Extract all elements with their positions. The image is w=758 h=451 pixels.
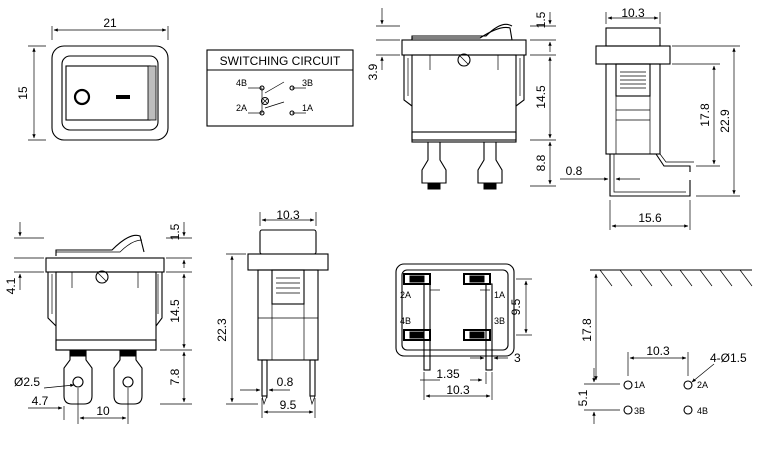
pcb-layout: 17.8 5.1 10.3 1A 2A 3B 4B 4-Ø1.5: [576, 269, 753, 424]
pcb-pitch-x-label: 10.3: [646, 344, 670, 358]
side-bottom-hole-label: Ø2.5: [14, 375, 40, 389]
end-top-pin-label: 0.8: [566, 164, 583, 178]
terminal-pin-offset-label: 1.35: [436, 367, 460, 381]
hole-4b-icon: [683, 405, 693, 415]
terminal-label-3b: 3B: [494, 316, 505, 326]
hole-label-2a: 2A: [697, 380, 708, 390]
side-bottom-body-label: 14.5: [168, 299, 182, 323]
end-bottom-pin-label: 0.8: [277, 375, 294, 389]
end-top-height-a-label: 17.8: [698, 103, 712, 127]
end-bottom-spacing-label: 9.5: [280, 398, 297, 412]
pcb-height-label: 17.8: [580, 318, 594, 342]
end-view-bottom: 10.3 22.3 0.8 9.5: [215, 208, 329, 418]
end-view-top: 10.3 17.8 22.9 0.8 15.6: [560, 6, 740, 230]
end-top-bend-label: 15.6: [638, 211, 662, 225]
hole-3b-icon: [623, 405, 633, 415]
front-view: 21 15: [16, 16, 169, 141]
side-top-body-label: 14.5: [534, 85, 548, 109]
side-bottom-offset-label: 4.7: [32, 394, 49, 408]
circuit-label-1a: 1A: [302, 103, 313, 113]
pcb-pitch-y-label: 5.1: [576, 389, 590, 406]
switching-circuit: SWITCHING CIRCUIT 4B 3B 2A 1A: [206, 49, 354, 127]
side-bottom-pitch-label: 10: [96, 404, 110, 418]
rocker-face: [65, 65, 151, 121]
side-top-terminal-label: 8.8: [534, 154, 548, 171]
pcb-holes-label: 4-Ø1.5: [710, 351, 747, 365]
side-bottom-flange-label: 4.1: [4, 277, 18, 294]
hole-2a-icon: [683, 380, 693, 390]
side-top-flange-label: 3.9: [366, 63, 380, 80]
off-symbol-icon: [73, 88, 91, 106]
hole-label-1a: 1A: [634, 380, 645, 390]
terminal-row-pitch-label: 9.5: [509, 298, 523, 315]
inner-frame: [61, 55, 159, 131]
end-bottom-height-label: 22.3: [215, 318, 229, 342]
side-view-bottom: 1.5 14.5 7.8 4.1 Ø2.5 4.7 10: [4, 222, 192, 424]
circuit-label-2a: 2A: [236, 103, 247, 113]
side-bottom-terminal-label: 7.8: [168, 368, 182, 385]
side-top-gap-label: 1.5: [534, 11, 548, 28]
side-view-top: 1.5 14.5 8.8 3.9: [366, 8, 556, 190]
terminal-width-label: 10.3: [446, 383, 470, 397]
hole-label-4b: 4B: [697, 406, 708, 416]
end-bottom-width-label: 10.3: [276, 208, 300, 222]
side-bottom-gap-label: 1.5: [168, 223, 182, 240]
circuit-label-3b: 3B: [302, 78, 313, 88]
hole-1a-icon: [623, 380, 633, 390]
end-top-height-b-label: 22.9: [718, 109, 732, 133]
end-top-width-label: 10.3: [621, 6, 645, 20]
terminal-label-4b: 4B: [400, 316, 411, 326]
outer-frame: [51, 45, 169, 141]
hole-label-3b: 3B: [634, 406, 645, 416]
terminal-view: 2A 1A 4B 3B 9.5 3 1.35 10.3: [395, 263, 532, 400]
terminal-tab-label: 3: [514, 351, 521, 365]
terminal-label-2a: 2A: [400, 290, 411, 300]
front-height-label: 15: [16, 86, 30, 100]
circuit-title: SWITCHING CIRCUIT: [220, 54, 341, 68]
circuit-label-4b: 4B: [236, 78, 247, 88]
front-width-label: 21: [103, 16, 117, 30]
on-symbol-icon: [116, 95, 130, 99]
terminal-label-1a: 1A: [494, 290, 505, 300]
